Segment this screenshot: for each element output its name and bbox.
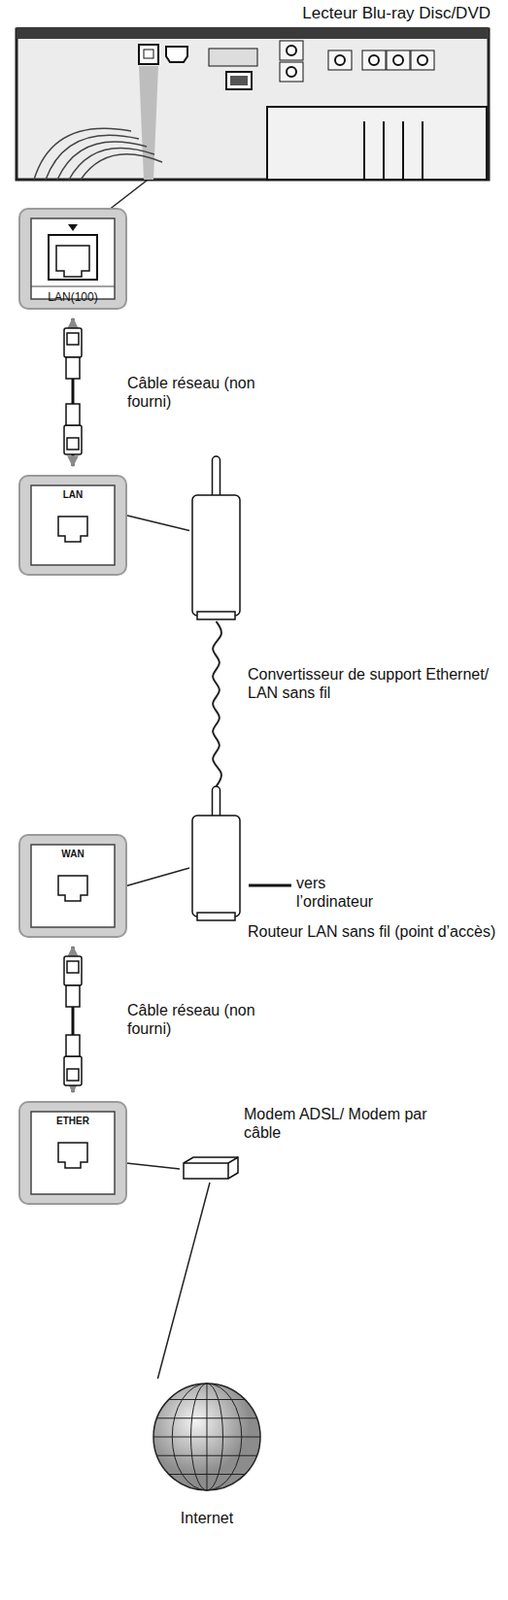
callout1-node: LAN(100): [19, 208, 127, 309]
callout-node: LAN: [19, 475, 127, 576]
zoom-line: [126, 1163, 180, 1170]
modem-shape: [179, 1155, 240, 1184]
cable-label: Câble réseau (non fourni): [127, 373, 273, 411]
cable-plug: [64, 956, 82, 1086]
player-shape: [14, 0, 491, 180]
device-label: Lecteur Blu-ray Disc/DVD: [296, 3, 491, 24]
device-label: Convertisseur de support Ethernet/ LAN s…: [247, 665, 503, 703]
zoom-line: [110, 179, 149, 209]
zoom-line: [126, 868, 190, 887]
cable-plug: [64, 328, 82, 455]
port-label: LAN(100): [33, 290, 112, 305]
router-shape: [189, 786, 243, 923]
zoom-line: [126, 515, 190, 532]
port-label: ETHER: [33, 1116, 112, 1128]
zoom-line: [157, 1183, 210, 1380]
modem-node: Modem ADSL/ Modem par câble: [179, 1155, 240, 1184]
port-label: LAN: [33, 489, 112, 502]
note-label: vers l’ordinateur: [296, 874, 404, 912]
device-label: Internet: [134, 1509, 280, 1528]
router-node: Routeur LAN sans fil (point d’accès): [189, 786, 243, 923]
callout-node: ETHER: [19, 1102, 127, 1205]
cable-label: Câble réseau (non fourni): [127, 1001, 273, 1039]
device-label: Routeur LAN sans fil (point d’accès): [247, 922, 503, 942]
callout-node: WAN: [19, 835, 127, 938]
player-node: Lecteur Blu-ray Disc/DVD: [14, 0, 491, 180]
wireless-link: [212, 621, 222, 787]
converter-shape: [189, 456, 243, 622]
globe-node: Internet: [153, 1379, 261, 1533]
port-label: WAN: [33, 848, 112, 861]
converter-node: Convertisseur de support Ethernet/ LAN s…: [189, 456, 243, 622]
device-label: Modem ADSL/ Modem par câble: [243, 1105, 439, 1143]
leader-line: [248, 884, 292, 888]
globe-shape: [153, 1379, 261, 1533]
